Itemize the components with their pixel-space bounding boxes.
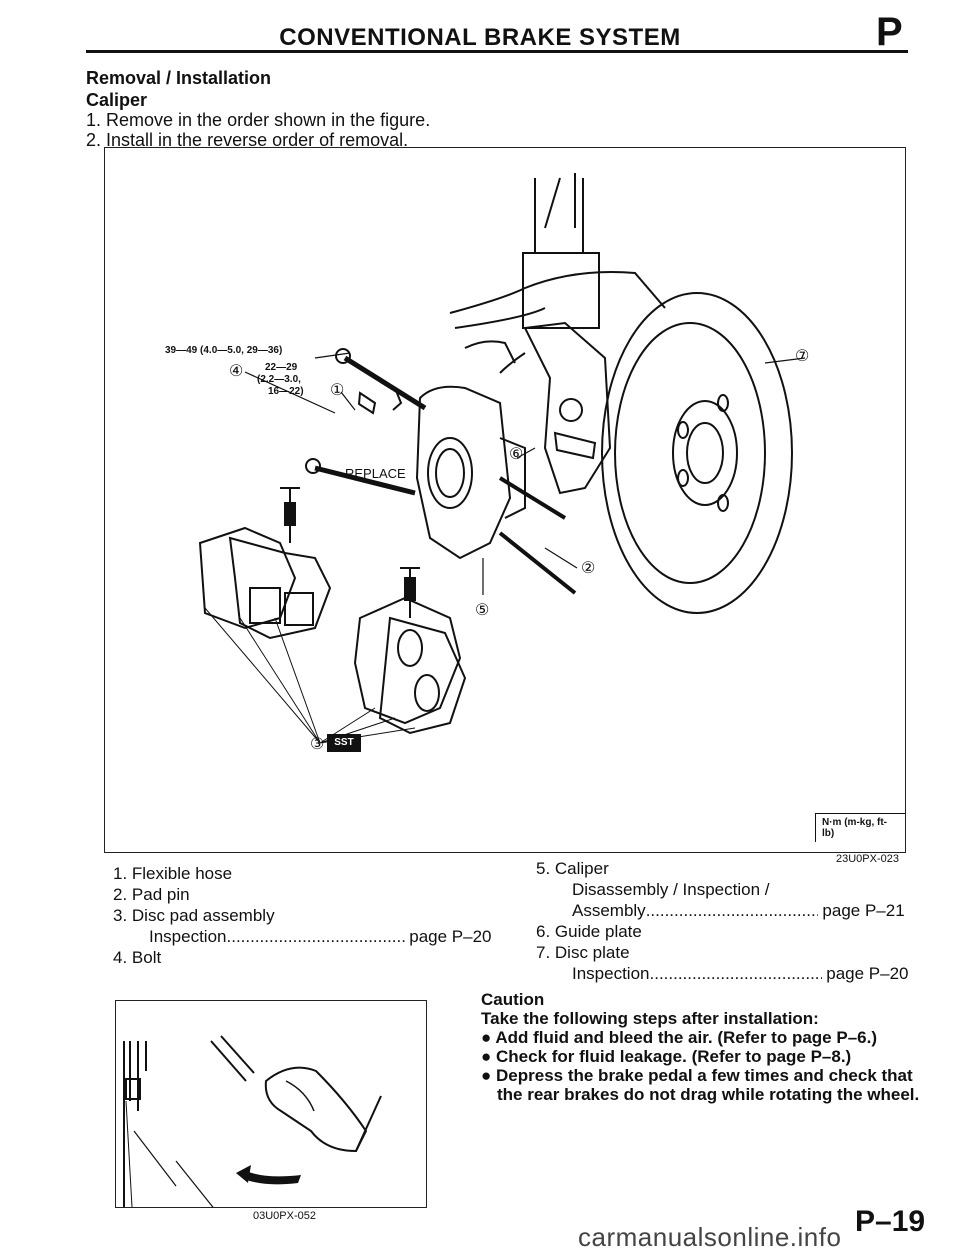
step-2: 2. Install in the reverse order of remov… <box>86 130 409 150</box>
bullet-icon: ● <box>481 1066 492 1085</box>
list-item: 1. Flexible hose <box>113 864 233 883</box>
parts-list-left: 1. Flexible hose 2. Pad pin 3. Disc pad … <box>113 863 491 968</box>
figure1-code: 23U0PX-023 <box>836 853 899 865</box>
torque-spec-hose-line1: 22—29 <box>265 362 298 373</box>
list-item: 5. Caliper <box>536 859 609 878</box>
torque-spec-hose-line3: 16—22) <box>268 386 304 397</box>
list-item: Disassembly / Inspection / <box>572 880 770 899</box>
list-item: Inspection..............................… <box>572 964 909 983</box>
section-letter: P <box>876 10 903 54</box>
torque-spec-hose-line2: (2.2—3.0, <box>257 374 301 385</box>
callout-1: ① <box>330 382 345 399</box>
caution-note: Caution Take the following steps after i… <box>481 990 931 1104</box>
callout-4: ④ <box>229 363 244 380</box>
parts-list-right: 5. Caliper Disassembly / Inspection / As… <box>536 858 908 984</box>
brake-pedal-figure <box>115 1000 427 1212</box>
list-item: 6. Guide plate <box>536 922 642 941</box>
list-item: 4. Bolt <box>113 948 162 967</box>
list-item: 3. Disc pad assembly <box>113 906 275 925</box>
site-watermark: carmanualsonline.info <box>578 1222 842 1252</box>
bullet-icon: ● <box>481 1047 492 1066</box>
figure2-code: 03U0PX-052 <box>253 1210 316 1222</box>
list-item: Inspection..............................… <box>149 927 492 946</box>
page-reference: page P–20 <box>826 964 909 983</box>
callout-3: ③ <box>310 736 325 753</box>
list-item: Assembly................................… <box>572 901 905 920</box>
caliper-diagram-drawing <box>198 173 806 744</box>
header-divider <box>86 50 908 53</box>
callout-2: ② <box>581 560 596 577</box>
sst-badge: SST <box>327 734 361 752</box>
list-item: 2. Pad pin <box>113 885 190 904</box>
callout-5: ⑤ <box>475 602 490 619</box>
torque-spec-bolt: 39—49 (4.0—5.0, 29—36) <box>165 345 283 356</box>
list-item: ● Depress the brake pedal a few times an… <box>481 1066 920 1104</box>
list-item: ● Add fluid and bleed the air. (Refer to… <box>481 1028 877 1047</box>
page-reference: page P–20 <box>409 927 492 946</box>
brake-pedal-drawing <box>123 1035 382 1212</box>
caution-title: Caution <box>481 990 545 1009</box>
callout-6: ⑥ <box>509 446 524 463</box>
page-reference: page P–21 <box>822 901 905 920</box>
page-number: P–19 <box>855 1205 926 1238</box>
callout-7: ⑦ <box>795 348 810 365</box>
page-title: CONVENTIONAL BRAKE SYSTEM <box>279 24 681 51</box>
caution-intro: Take the following steps after installat… <box>481 1009 819 1028</box>
caliper-exploded-figure: ⑦ ② ⑥ ⑤ ④ ① ③ SST 39—49 (4.0—5.0, 29—36)… <box>104 147 906 853</box>
replace-label: REPLACE <box>345 466 406 481</box>
step-1: 1. Remove in the order shown in the figu… <box>86 110 431 130</box>
section-heading: Removal / Installation <box>86 68 272 88</box>
units-label: N·m (m-kg, ft-lb) <box>815 813 905 842</box>
bullet-icon: ● <box>481 1028 492 1047</box>
section-subheading: Caliper <box>86 90 148 110</box>
list-item: 7. Disc plate <box>536 943 630 962</box>
list-item: ● Check for fluid leakage. (Refer to pag… <box>481 1047 852 1066</box>
